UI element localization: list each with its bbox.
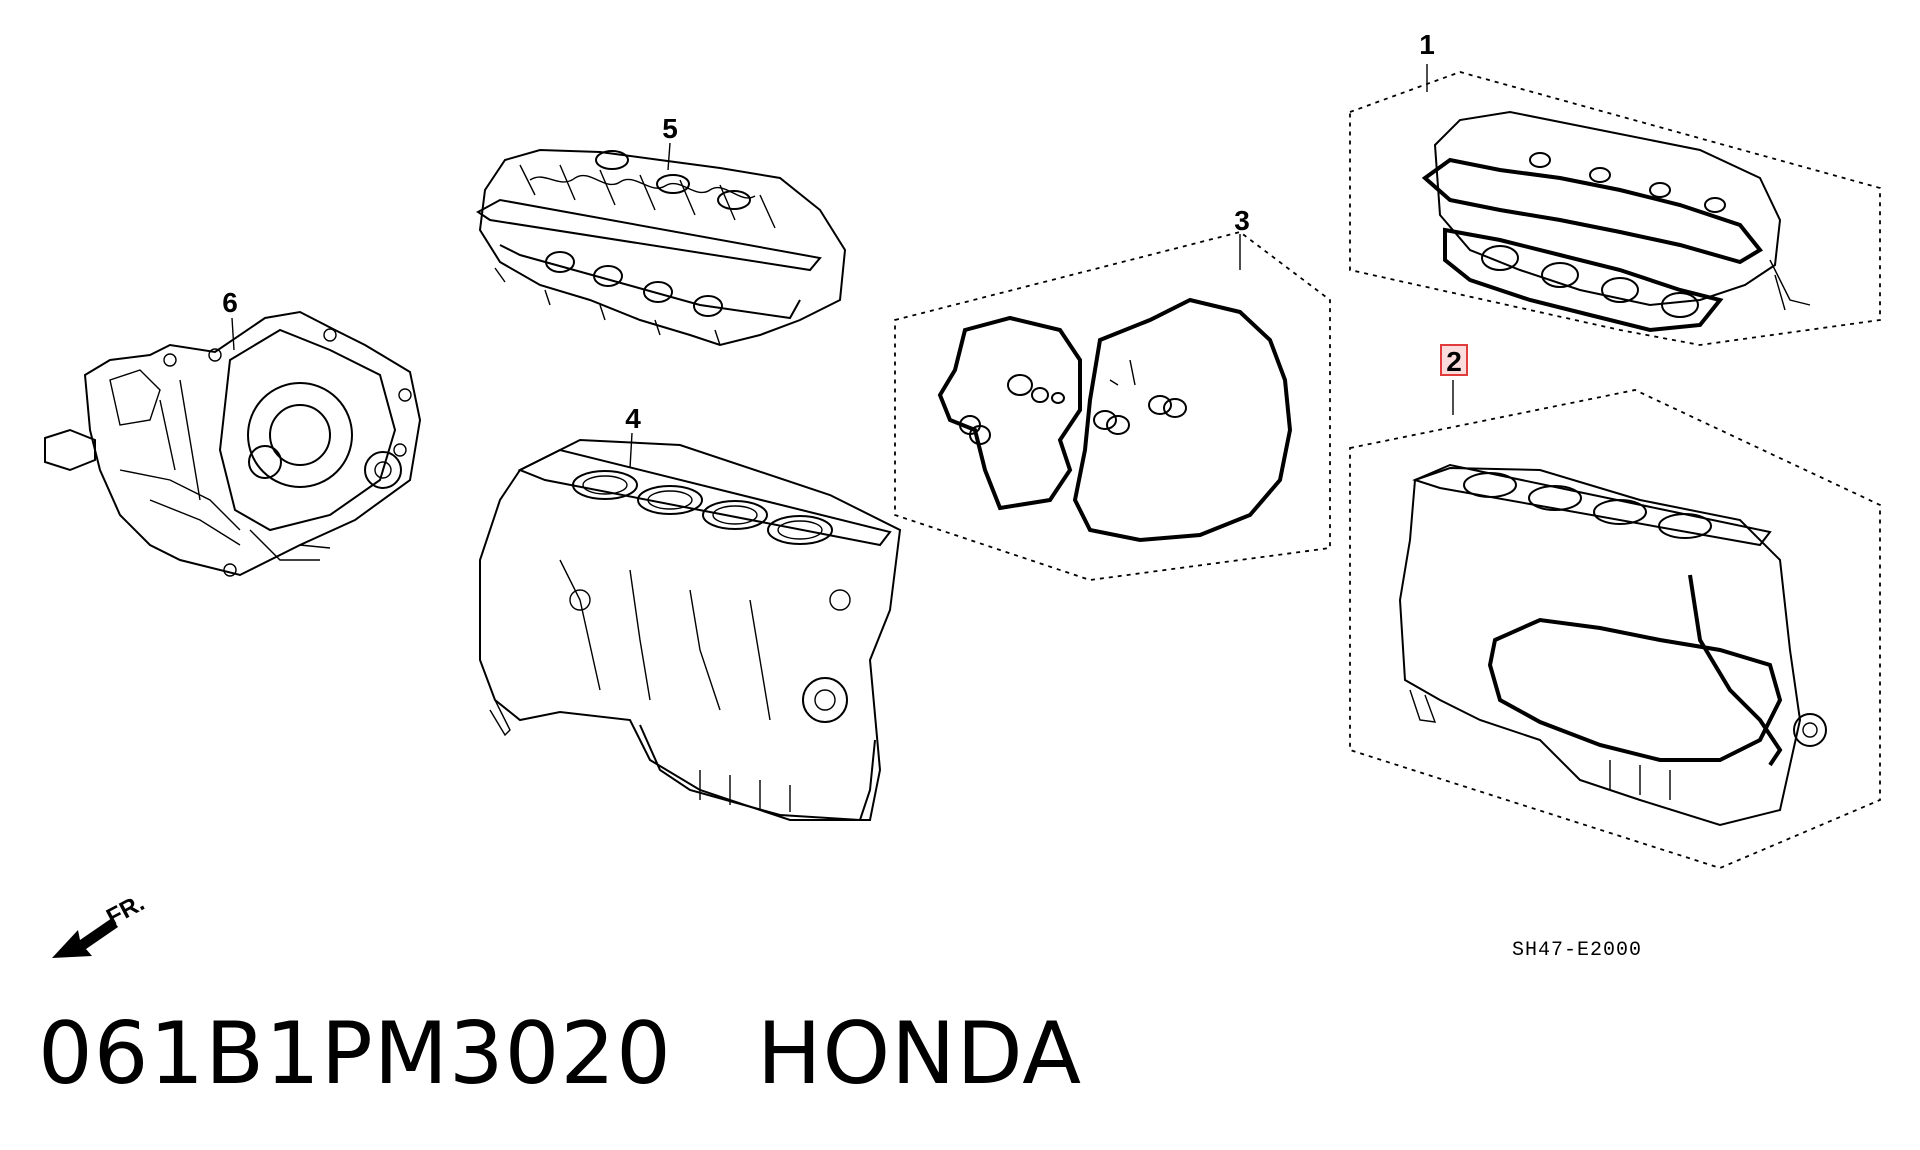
brand-name: HONDA: [756, 1004, 1083, 1104]
front-arrow-icon: [52, 918, 118, 958]
callout-2[interactable]: 2: [1446, 346, 1462, 377]
leader-lines: [231, 64, 1454, 469]
transmission-illustration: [44, 310, 422, 577]
drawing-code: SH47-E2000: [1512, 939, 1642, 962]
callout-6[interactable]: 6: [222, 287, 238, 318]
callout-3[interactable]: 3: [1234, 205, 1250, 236]
part-caption: 061B1PM3020 HONDA: [38, 1004, 1082, 1104]
cylinder-head-illustration: [476, 148, 847, 347]
gasket-kit-3-illustration: [894, 231, 1331, 581]
front-direction-marker: FR.: [52, 889, 149, 958]
gasket-kit-2-illustration: [1349, 389, 1881, 869]
callout-4[interactable]: 4: [625, 403, 641, 434]
callout-1[interactable]: 1: [1419, 29, 1435, 60]
engine-block-illustration: [479, 438, 902, 822]
callout-2-highlight: [1440, 344, 1468, 376]
gasket-kit-1-illustration: [1349, 71, 1881, 346]
callout-5[interactable]: 5: [662, 113, 678, 144]
part-number: 061B1PM3020: [38, 1004, 672, 1104]
